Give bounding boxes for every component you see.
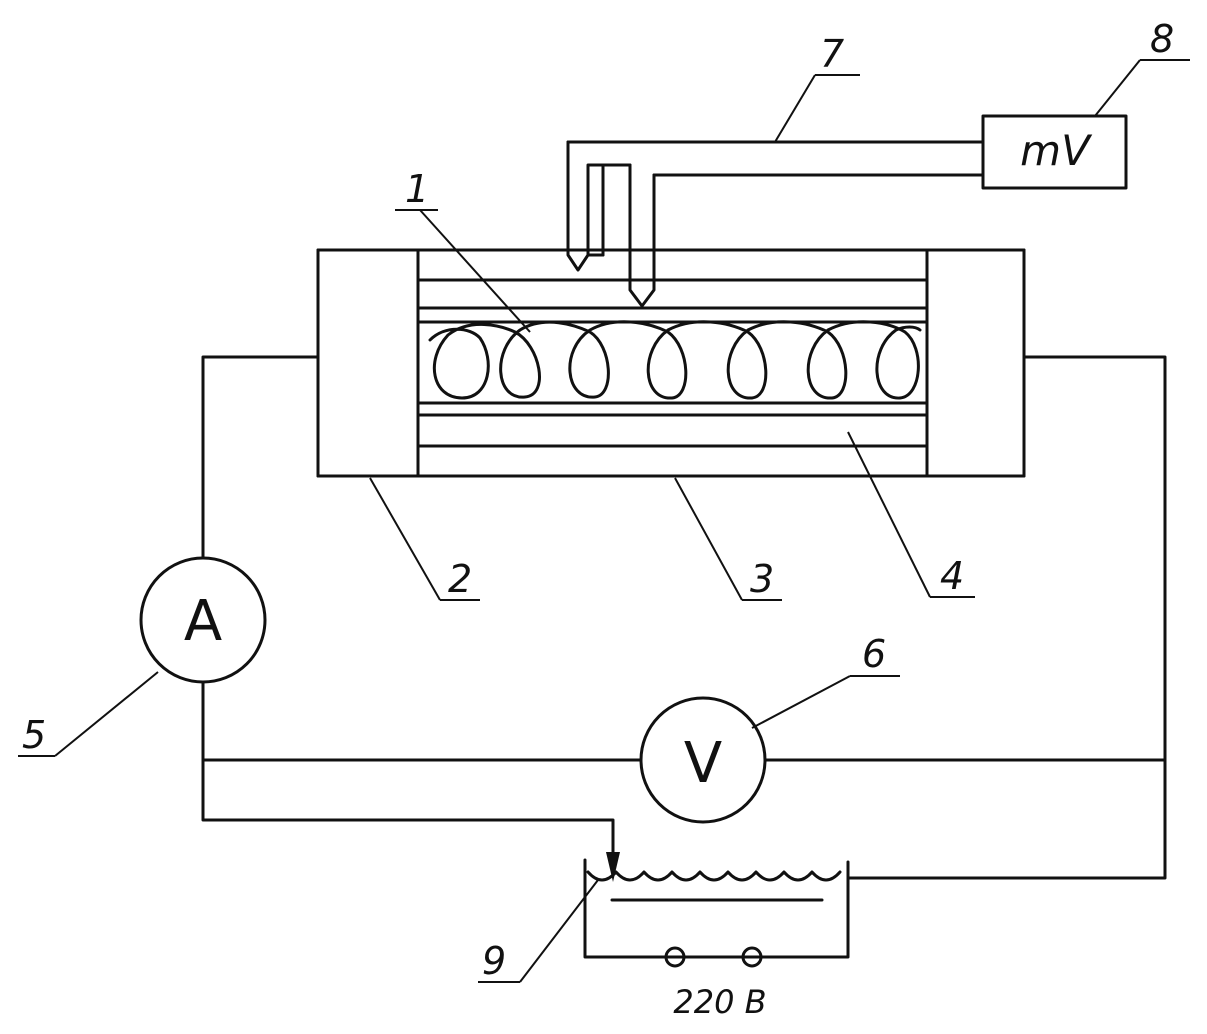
voltmeter-circle [639,696,767,824]
heater-coil [428,320,922,400]
millivoltmeter-box [981,114,1128,190]
rheostat: 220 B [583,852,850,1021]
ammeter-symbol: A [184,589,222,654]
label-7: 7 [820,32,844,76]
leaders: 1 2 3 4 5 6 7 8 9 [18,17,1190,983]
label-1: 1 [405,167,429,211]
voltmeter-symbol: V [684,731,722,796]
ammeter: A [139,556,267,684]
millivoltmeter: mV [981,114,1128,190]
label-6: 6 [862,632,886,676]
terminal-right [741,946,763,968]
housing-right-wall [925,248,1026,478]
ammeter-circle [139,556,267,684]
label-5: 5 [22,713,46,757]
millivoltmeter-symbol: mV [1020,126,1093,175]
voltmeter: V [639,696,767,824]
housing [316,248,1026,478]
slider-arrow [606,852,620,882]
thermocouple [566,140,985,308]
supply-voltage-label: 220 B [673,983,766,1021]
label-3: 3 [750,557,774,601]
housing-top-lid [416,248,929,282]
inner-plates [416,306,929,417]
housing-left-wall [316,248,420,478]
label-4: 4 [940,554,964,598]
label-8: 8 [1150,17,1174,61]
housing-outline [316,248,1026,478]
housing-bottom-base [416,444,929,478]
label-2: 2 [448,557,472,601]
terminal-left [664,946,686,968]
circuit-wires [201,355,1167,880]
label-9: 9 [482,939,506,983]
